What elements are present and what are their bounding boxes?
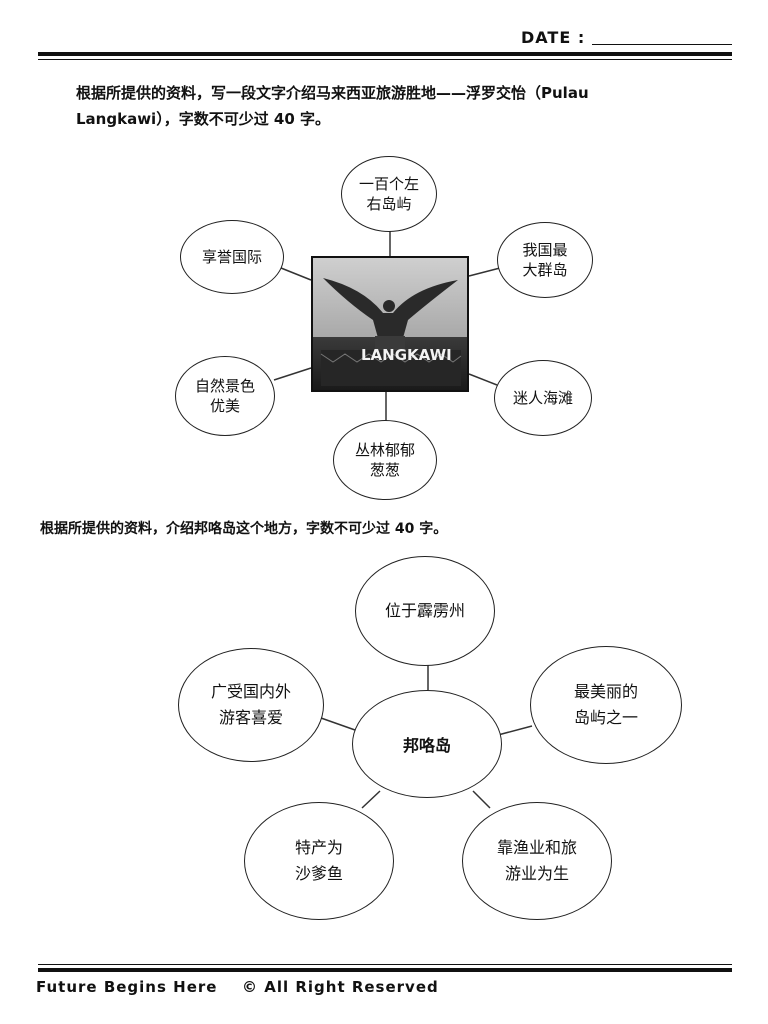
header-rule-thick	[38, 52, 732, 56]
connector-2c	[472, 790, 491, 809]
bubble-perak: 位于霹雳州	[355, 556, 495, 666]
bubble-perak-text: 位于霹雳州	[384, 601, 465, 620]
footer-copyright: © All Right Reserved	[242, 978, 439, 996]
bubble-islands: 一百个左 右岛屿	[341, 156, 437, 232]
connector-2d	[361, 790, 381, 809]
bubble-jungle-text: 丛林郁郁 葱葱	[354, 441, 415, 479]
section2-prompt: 根据所提供的资料，介绍邦咯岛这个地方，字数不可少过 40 字。	[40, 521, 448, 537]
bubble-largest-archipelago: 我国最 大群岛	[497, 222, 593, 298]
bubble-largest-archipelago-text: 我国最 大群岛	[522, 241, 568, 279]
bubble-jungle: 丛林郁郁 葱葱	[333, 420, 437, 500]
bubble-international-text: 享誉国际	[201, 248, 262, 266]
connector-1b	[468, 267, 501, 277]
bubble-islands-text: 一百个左 右岛屿	[358, 175, 419, 213]
bubble-most-beautiful-text: 最美丽的 岛屿之一	[573, 682, 638, 727]
footer-rule-thin	[38, 964, 732, 965]
bubble-scenery: 自然景色 优美	[175, 356, 275, 436]
footer-slogan: Future Begins Here	[36, 978, 218, 996]
date-line	[592, 44, 732, 45]
connector-2e	[320, 717, 356, 731]
bubble-scenery-text: 自然景色 优美	[194, 377, 255, 415]
center-bubble-pangkor: 邦咯岛	[352, 690, 502, 798]
connector-1c	[468, 373, 498, 386]
center-bubble-text: 邦咯岛	[402, 736, 451, 755]
bubble-beaches: 迷人海滩	[494, 360, 592, 436]
connector-1e	[273, 367, 312, 381]
bubble-fishing-tourism-text: 靠渔业和旅 游业为生	[496, 838, 577, 883]
photo-caption: LANGKAWI	[361, 346, 452, 364]
bubble-popular-text: 广受国内外 游客喜爱	[210, 682, 291, 727]
connector-2b	[497, 725, 533, 736]
bubble-specialty-fish-text: 特产为 沙爹鱼	[294, 838, 343, 883]
footer-rule-thick	[38, 968, 732, 972]
bubble-fishing-tourism: 靠渔业和旅 游业为生	[462, 802, 612, 920]
bubble-specialty-fish: 特产为 沙爹鱼	[244, 802, 394, 920]
bubble-most-beautiful: 最美丽的 岛屿之一	[530, 646, 682, 764]
eagle-icon	[320, 278, 462, 386]
date-label: DATE :	[521, 28, 586, 47]
header-rule-thin	[38, 59, 732, 60]
bubble-international: 享誉国际	[180, 220, 284, 294]
bubble-popular: 广受国内外 游客喜爱	[178, 648, 324, 762]
langkawi-eagle-photo: LANGKAWI	[311, 256, 469, 392]
bubble-beaches-text: 迷人海滩	[512, 389, 573, 407]
connector-1f	[280, 267, 312, 281]
section1-prompt: 根据所提供的资料，写一段文字介绍马来西亚旅游胜地——浮罗交怡（Pulau Lan…	[76, 84, 589, 128]
